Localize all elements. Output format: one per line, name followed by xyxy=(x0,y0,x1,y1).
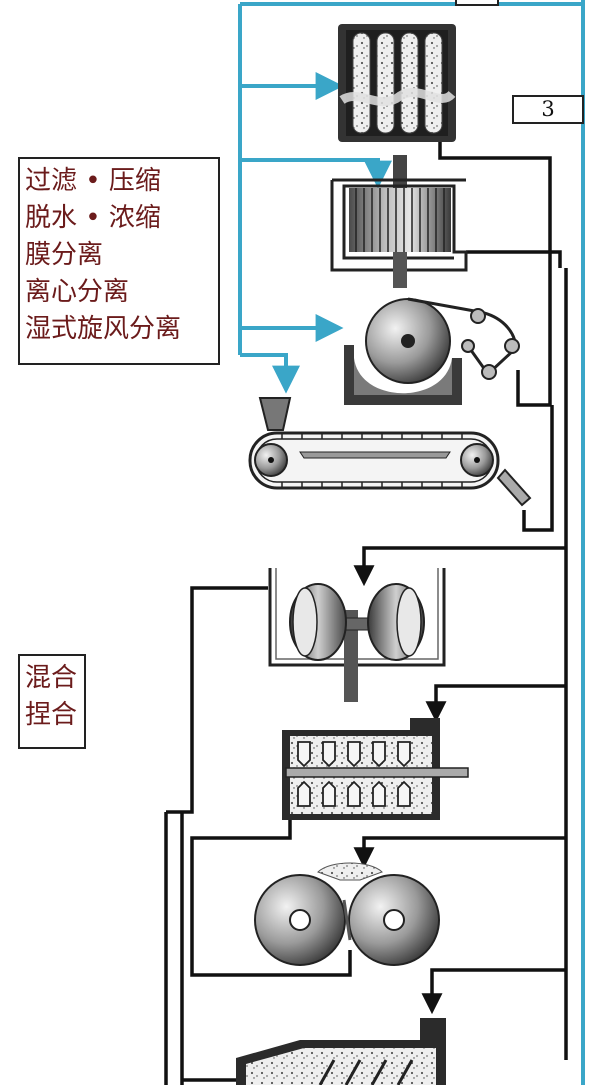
top-step-box xyxy=(455,0,499,6)
return-paddle-mixer xyxy=(190,806,352,977)
label-membrane-separation: 膜分离 xyxy=(25,240,104,270)
centrifuge-icon xyxy=(330,155,468,288)
feed-to-edge-runner xyxy=(353,546,566,587)
output-belt-filter xyxy=(522,405,554,532)
belt-filter-icon xyxy=(248,397,532,507)
feed-to-paddle-mixer xyxy=(425,684,566,723)
supply-branch-centrifuge xyxy=(240,158,392,189)
screw-kneader-icon xyxy=(236,1018,446,1085)
output-lines xyxy=(164,140,568,1085)
filter-press-icon xyxy=(338,24,456,142)
separation-methods-label: 过滤 • 压缩 脱水 • 浓缩 膜分离 离心分离 湿式旋风分离 xyxy=(18,157,220,365)
label-dewatering-thickening: 脱水 • 浓缩 xyxy=(25,203,161,233)
supply-branch-belt-filter xyxy=(240,353,300,394)
output-centrifuge xyxy=(466,250,562,268)
label-kneading: 捏合 xyxy=(25,700,78,730)
supply-lines xyxy=(238,0,585,1085)
mixing-methods-label: 混合 捏合 xyxy=(18,654,86,749)
label-wet-cyclone-separation: 湿式旋风分离 xyxy=(25,314,182,344)
feed-to-screw-kneader xyxy=(421,968,566,1015)
roll-mill-icon xyxy=(254,862,440,966)
output-filter-press xyxy=(438,140,552,407)
return-edge-runner xyxy=(166,586,268,814)
feed-to-roll-mill xyxy=(353,836,566,869)
label-mixing: 混合 xyxy=(25,663,78,693)
label-centrifugal-separation: 离心分离 xyxy=(25,277,130,307)
drum-filter-icon xyxy=(344,297,520,405)
label-filtration-compression: 过滤 • 压缩 xyxy=(25,166,161,196)
paddle-mixer-icon xyxy=(282,718,469,820)
step-number-box: 3 xyxy=(512,95,584,124)
edge-runner-mill-icon xyxy=(268,568,446,702)
